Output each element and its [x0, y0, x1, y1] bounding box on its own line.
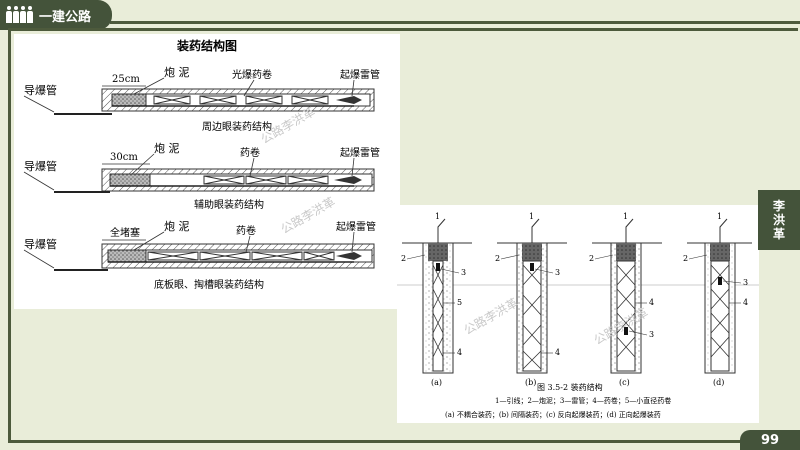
- charge-structure-svg: 装药结构图 导爆管 25cm 炮 泥 光爆药卷 起爆雷管: [23, 38, 380, 291]
- charge-cartridges-1: [153, 95, 329, 105]
- figure2-legend: 1—引线；2—炮泥；3—雷管；4—药卷；5—小直径药卷: [495, 396, 671, 405]
- stem-label-3: 炮 泥: [164, 220, 190, 233]
- detonator-label-3: 起爆雷管: [336, 220, 376, 233]
- caption-2: 辅助眼装药结构: [194, 198, 264, 211]
- row-2: 导爆管 30cm 炮 泥 药卷 起爆雷管 辅助眼装药结构: [23, 142, 380, 211]
- author-tab: 李 洪 革: [758, 190, 800, 250]
- num-3b: 3: [555, 268, 560, 277]
- stem-label-2: 炮 泥: [154, 142, 180, 155]
- num-4c: 4: [649, 298, 654, 307]
- column-d: [704, 218, 736, 374]
- num-1c: 1: [623, 212, 628, 221]
- num-3c: 3: [649, 330, 654, 339]
- row-1: 导爆管 25cm 炮 泥 光爆药卷 起爆雷管 周边眼装药结构: [23, 66, 380, 133]
- charge-label-3: 药卷: [236, 224, 256, 237]
- slide-frame: [8, 28, 798, 443]
- num-1a: 1: [435, 212, 440, 221]
- num-1d: 1: [717, 212, 722, 221]
- detonator-label-2: 起爆雷管: [340, 146, 380, 159]
- brand-title: 一建公路: [39, 9, 92, 25]
- charge-label-1: 光爆药卷: [232, 68, 272, 81]
- plug-dim-3: 全堵塞: [110, 226, 140, 239]
- plug-dim-2: 30cm: [110, 152, 138, 163]
- charge-columns-svg: 1 2 3 5 4 1 2 3 4 1 2 4 3 1 2 3 4 (a) (b…: [397, 212, 759, 419]
- author-char-1: 李: [772, 199, 785, 213]
- charge-cartridges-3: [147, 251, 335, 261]
- sublabel-b: (b): [525, 378, 536, 387]
- people-icon: [6, 6, 33, 24]
- watermark-2: 公路李洪革: [278, 194, 337, 237]
- sublabel-c: (c): [619, 378, 630, 387]
- figure2-subcaption: (a) 不耦合装药；(b) 间隔装药；(c) 反向起爆装药；(d) 正向起爆装药: [445, 410, 661, 419]
- row-3: 导爆管 全堵塞 炮 泥 药卷 起爆雷管 底板眼、掏槽眼装药结构: [23, 220, 376, 291]
- num-2a: 2: [401, 254, 406, 263]
- column-a: [422, 218, 454, 374]
- author-char-2: 洪: [772, 213, 785, 227]
- num-3d: 3: [743, 278, 748, 287]
- charge-structure-figure: 装药结构图 导爆管 25cm 炮 泥 光爆药卷 起爆雷管: [14, 34, 400, 309]
- column-c: [610, 218, 642, 374]
- brand-logo: 一建公路: [0, 0, 112, 30]
- figure2-caption: 图 3.5-2 装药结构: [537, 382, 603, 392]
- author-char-3: 革: [772, 227, 785, 241]
- pipe-label-1: 导爆管: [24, 83, 57, 97]
- watermark-3: 公路李洪革: [461, 295, 520, 338]
- num-2c: 2: [589, 254, 594, 263]
- num-3a: 3: [461, 268, 466, 277]
- num-1b: 1: [529, 212, 534, 221]
- charge-columns-figure: 1 2 3 5 4 1 2 3 4 1 2 4 3 1 2 3 4 (a) (b…: [397, 205, 759, 423]
- num-4d: 4: [743, 298, 748, 307]
- pipe-label-2: 导爆管: [24, 159, 57, 173]
- num-4a: 4: [457, 348, 462, 357]
- charge-label-2: 药卷: [240, 146, 260, 159]
- num-2d: 2: [683, 254, 688, 263]
- num-5a: 5: [457, 298, 462, 307]
- column-b: [516, 218, 548, 374]
- num-2b: 2: [495, 254, 500, 263]
- detonator-label-1: 起爆雷管: [340, 68, 380, 81]
- caption-1: 周边眼装药结构: [202, 120, 272, 133]
- plug-dim-1: 25cm: [112, 74, 140, 85]
- pipe-label-3: 导爆管: [24, 237, 57, 251]
- charge-cartridges-2: [203, 175, 329, 185]
- page-number: 99: [740, 430, 800, 450]
- stem-label-1: 炮 泥: [164, 66, 190, 79]
- caption-3: 底板眼、掏槽眼装药结构: [154, 278, 264, 291]
- sublabel-a: (a): [431, 378, 442, 387]
- figure1-title: 装药结构图: [176, 38, 237, 53]
- sublabel-d: (d): [713, 378, 724, 387]
- header-rule: [110, 21, 800, 24]
- num-4b: 4: [555, 348, 560, 357]
- header-bar: 一建公路: [0, 0, 800, 30]
